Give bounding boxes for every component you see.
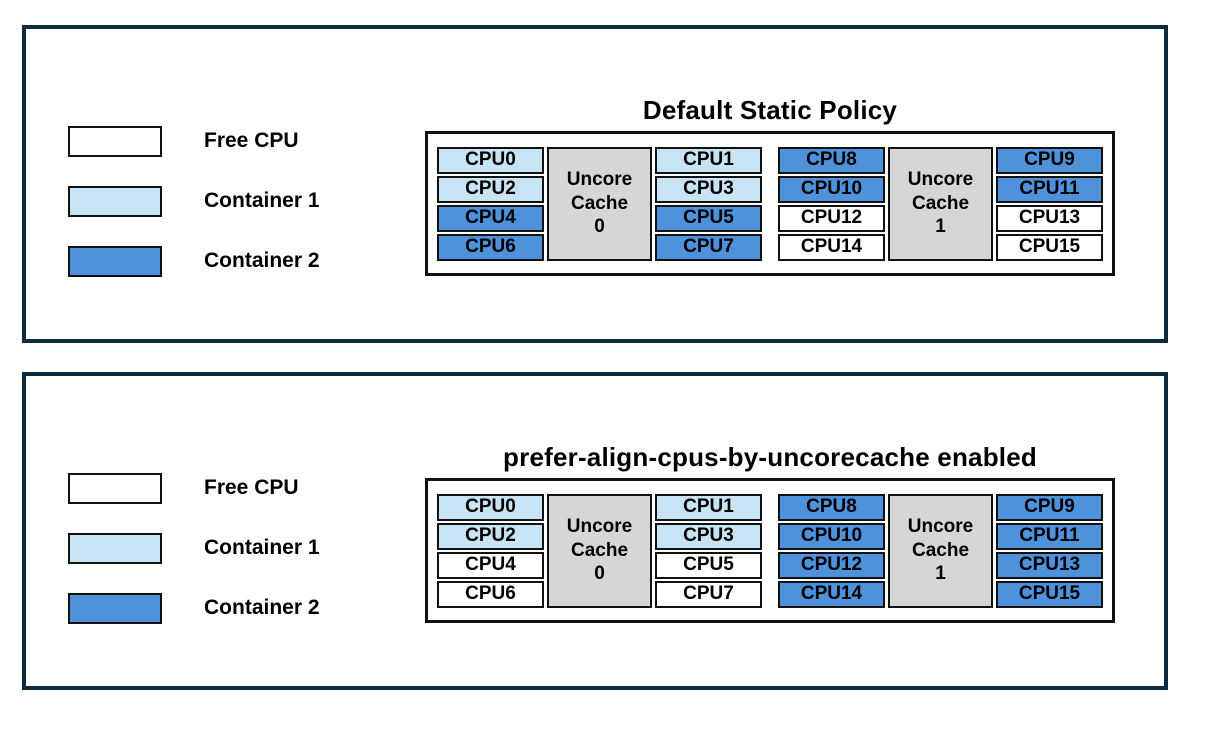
uncore-cache-1-block: Uncore Cache 1 <box>888 493 993 608</box>
uncore-cache-1-block: Uncore Cache 1 <box>888 146 993 261</box>
cpu-cell: CPU1 <box>655 146 762 174</box>
legend-item-container-2: Container 2 <box>68 245 320 277</box>
legend-swatch-container1 <box>68 532 162 564</box>
uncore-cache-0-group: CPU0 CPU2 CPU4 CPU6 Uncore Cache 0 CPU1 … <box>437 146 762 261</box>
cpu-cell: CPU0 <box>437 146 544 174</box>
cpu-cell: CPU13 <box>996 204 1103 232</box>
uncore-cache-0-block: Uncore Cache 0 <box>547 493 652 608</box>
legend-label: Container 1 <box>204 536 320 559</box>
legend-swatch-free <box>68 472 162 504</box>
cpu-cell: CPU2 <box>437 175 544 203</box>
cpu-column: CPU0 CPU2 CPU4 CPU6 <box>437 493 544 608</box>
legend-swatch-free <box>68 125 162 157</box>
legend-item-container-2: Container 2 <box>68 592 320 624</box>
cpu-cell: CPU8 <box>778 146 885 174</box>
legend-item-free-cpu: Free CPU <box>68 472 320 504</box>
cpu-cell: CPU3 <box>655 522 762 550</box>
legend-label: Container 1 <box>204 189 320 212</box>
cpu-column: CPU9 CPU11 CPU13 CPU15 <box>996 493 1103 608</box>
cpu-cell: CPU7 <box>655 580 762 608</box>
cpu-cell: CPU13 <box>996 551 1103 579</box>
cpu-cell: CPU15 <box>996 580 1103 608</box>
cpu-cell: CPU4 <box>437 204 544 232</box>
cpu-cell: CPU15 <box>996 233 1103 261</box>
cpu-cell: CPU12 <box>778 204 885 232</box>
cpu-cell: CPU8 <box>778 493 885 521</box>
legend-swatch-container1 <box>68 185 162 217</box>
cpu-topology-diagram: CPU0 CPU2 CPU4 CPU6 Uncore Cache 0 CPU1 … <box>425 478 1115 623</box>
cpu-cell: CPU6 <box>437 233 544 261</box>
legend-swatch-container2 <box>68 245 162 277</box>
cpu-cell: CPU9 <box>996 146 1103 174</box>
cpu-topology-diagram: CPU0 CPU2 CPU4 CPU6 Uncore Cache 0 CPU1 … <box>425 131 1115 276</box>
uncore-cache-0-block: Uncore Cache 0 <box>547 146 652 261</box>
cpu-cell: CPU0 <box>437 493 544 521</box>
cpu-cell: CPU5 <box>655 204 762 232</box>
legend: Free CPU Container 1 Container 2 <box>68 125 320 305</box>
cpu-cell: CPU10 <box>778 522 885 550</box>
uncore-cache-1-group: CPU8 CPU10 CPU12 CPU14 Uncore Cache 1 CP… <box>778 493 1103 608</box>
panel-prefer-align-uncorecache: prefer-align-cpus-by-uncorecache enabled… <box>22 372 1168 690</box>
panel-title: Default Static Policy <box>642 94 898 125</box>
legend-item-container-1: Container 1 <box>68 532 320 564</box>
uncore-cache-1-group: CPU8 CPU10 CPU12 CPU14 Uncore Cache 1 CP… <box>778 146 1103 261</box>
cpu-column: CPU1 CPU3 CPU5 CPU7 <box>655 493 762 608</box>
cpu-cell: CPU9 <box>996 493 1103 521</box>
cpu-cell: CPU10 <box>778 175 885 203</box>
legend-label: Free CPU <box>204 129 299 152</box>
cpu-cell: CPU1 <box>655 493 762 521</box>
cpu-column: CPU8 CPU10 CPU12 CPU14 <box>778 493 885 608</box>
cpu-column: CPU8 CPU10 CPU12 CPU14 <box>778 146 885 261</box>
cpu-cell: CPU14 <box>778 233 885 261</box>
legend-label: Container 2 <box>204 249 320 272</box>
cpu-column: CPU9 CPU11 CPU13 CPU15 <box>996 146 1103 261</box>
cpu-column: CPU0 CPU2 CPU4 CPU6 <box>437 146 544 261</box>
cpu-cell: CPU5 <box>655 551 762 579</box>
cpu-cell: CPU3 <box>655 175 762 203</box>
cpu-column: CPU1 CPU3 CPU5 CPU7 <box>655 146 762 261</box>
cpu-cell: CPU12 <box>778 551 885 579</box>
legend-item-container-1: Container 1 <box>68 185 320 217</box>
cpu-cell: CPU14 <box>778 580 885 608</box>
cpu-cell: CPU11 <box>996 522 1103 550</box>
cpu-cell: CPU4 <box>437 551 544 579</box>
legend-swatch-container2 <box>68 592 162 624</box>
uncore-cache-0-group: CPU0 CPU2 CPU4 CPU6 Uncore Cache 0 CPU1 … <box>437 493 762 608</box>
legend-item-free-cpu: Free CPU <box>68 125 320 157</box>
cpu-cell: CPU7 <box>655 233 762 261</box>
legend-label: Container 2 <box>204 596 320 619</box>
legend-label: Free CPU <box>204 476 299 499</box>
cpu-cell: CPU6 <box>437 580 544 608</box>
legend: Free CPU Container 1 Container 2 <box>68 472 320 652</box>
cpu-cell: CPU2 <box>437 522 544 550</box>
panel-default-static-policy: Default Static Policy Free CPU Container… <box>22 25 1168 343</box>
cpu-cell: CPU11 <box>996 175 1103 203</box>
panel-title: prefer-align-cpus-by-uncorecache enabled <box>503 441 1037 472</box>
